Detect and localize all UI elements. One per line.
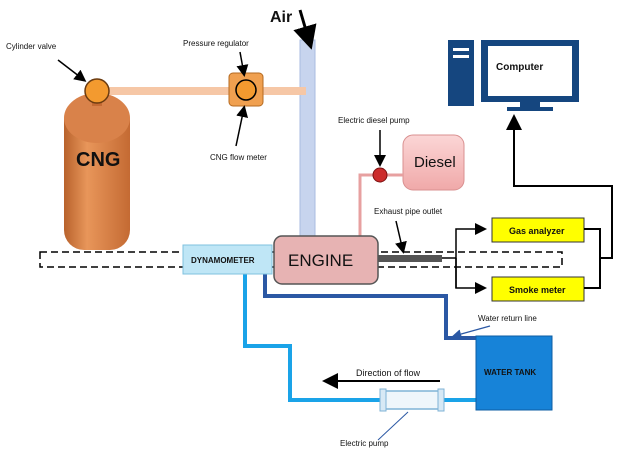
computer-stand	[520, 102, 540, 108]
air-duct	[299, 39, 316, 237]
diesel-tank	[402, 134, 465, 191]
water-tank-label: WATER TANK	[484, 368, 536, 377]
smoke-meter-box	[491, 276, 585, 302]
computer-tower-slot	[453, 48, 469, 51]
diesel-label: Diesel	[414, 154, 456, 171]
exhaust-pipe-outlet-arrow	[395, 220, 407, 254]
electric-diesel-pump-icon	[372, 167, 388, 183]
direction-of-flow-label: Direction of flow	[356, 368, 421, 378]
diesel-line-to-engine	[358, 173, 376, 236]
cng-flow-meter-arrow	[235, 105, 249, 147]
computer-base	[507, 107, 553, 111]
cng-cylinder-top	[64, 93, 130, 143]
pressure-regulator-arrow	[236, 51, 249, 77]
electric-diesel-pump-label: Electric diesel pump	[338, 116, 410, 125]
air-label: Air	[270, 9, 292, 26]
sample-line-gas	[455, 223, 487, 288]
electric-pump-end-right	[437, 388, 445, 412]
dynamometer-label: DYNAMOMETER	[191, 256, 255, 265]
dynamometer-box	[182, 244, 273, 275]
cng-pipe	[104, 87, 306, 95]
computer-tower-slot-2	[453, 55, 469, 58]
sample-line-smoke	[455, 258, 487, 294]
computer-screen	[488, 46, 572, 96]
analyzer-data-bus	[584, 228, 601, 289]
water-return-line-arrow	[451, 325, 491, 339]
water-tank	[475, 335, 553, 411]
electric-pump-end-left	[379, 388, 387, 412]
analyzer-to-computer-line	[506, 114, 613, 259]
exhaust-pipe	[378, 255, 442, 262]
cng-label: CNG	[76, 149, 120, 171]
electric-pump-pointer	[377, 411, 409, 441]
cylinder-valve-arrow	[57, 59, 87, 82]
cng-flow-meter-label: CNG flow meter	[210, 153, 267, 162]
smoke-meter-label: Smoke meter	[509, 285, 566, 295]
air-arrow	[293, 9, 317, 50]
electric-pump-icon	[383, 390, 441, 410]
exhaust-pipe-outlet-label: Exhaust pipe outlet	[374, 207, 443, 216]
gas-analyzer-box	[491, 217, 585, 243]
cng-flow-meter-icon	[235, 79, 257, 101]
pressure-regulator-label: Pressure regulator	[183, 39, 249, 48]
cylinder-valve-label: Cylinder valve	[6, 42, 57, 51]
cylinder-valve-icon	[84, 78, 110, 104]
electric-pump-label: Electric pump	[340, 439, 389, 448]
water-supply-line	[243, 270, 476, 402]
computer-label: Computer	[496, 62, 543, 73]
engine-label: ENGINE	[288, 251, 353, 270]
gas-analyzer-label: Gas analyzer	[509, 226, 565, 236]
water-return-line-label: Water return line	[478, 314, 537, 323]
